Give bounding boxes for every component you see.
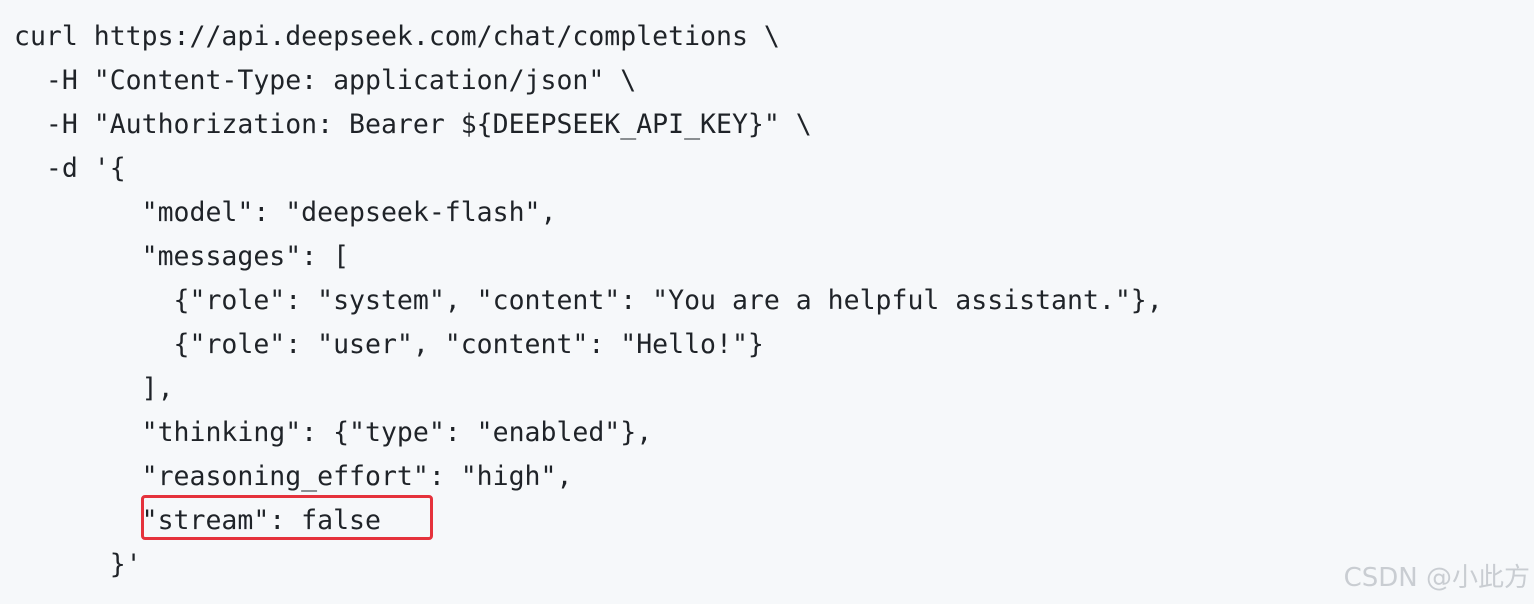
code-line-9: ],	[14, 373, 174, 404]
csdn-watermark: CSDN @小此方	[1343, 563, 1530, 593]
code-line-8: {"role": "user", "content": "Hello!"}	[14, 329, 764, 360]
code-line-12: "stream": false	[14, 505, 381, 536]
code-line-3: -H "Authorization: Bearer ${DEEPSEEK_API…	[14, 109, 812, 140]
code-line-10: "thinking": {"type": "enabled"},	[14, 417, 653, 448]
code-line-7: {"role": "system", "content": "You are a…	[14, 285, 1163, 316]
code-line-11: "reasoning_effort": "high",	[14, 461, 573, 492]
code-line-6: "messages": [	[14, 241, 350, 272]
code-line-1: curl https://api.deepseek.com/chat/compl…	[14, 21, 780, 52]
stream-highlight-box	[141, 495, 433, 540]
code-line-13: }'	[14, 549, 142, 580]
code-line-5: "model": "deepseek-flash",	[14, 197, 557, 228]
code-line-4: -d '{	[14, 153, 126, 184]
code-line-2: -H "Content-Type: application/json" \	[14, 65, 637, 96]
